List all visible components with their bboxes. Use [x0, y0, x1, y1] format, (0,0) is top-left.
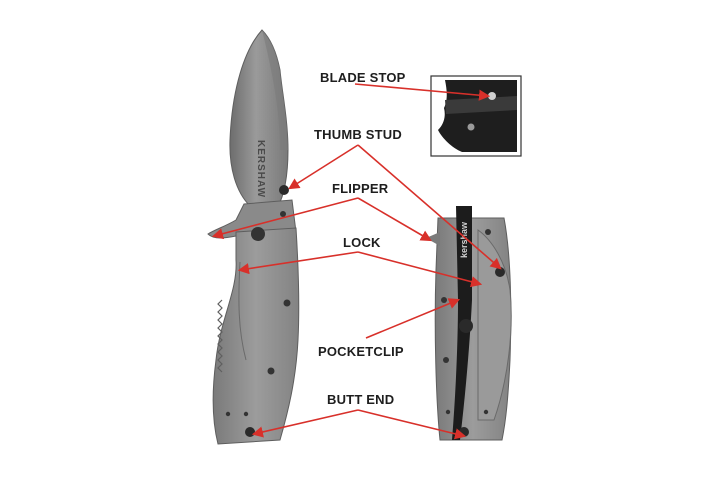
- side-clip-brand-text: kershaw: [459, 221, 469, 258]
- arrow-lock-front: [237, 251, 359, 275]
- front-pivot-screw: [251, 227, 265, 241]
- label-flipper: FLIPPER: [332, 181, 389, 196]
- front-lanyard-hole: [245, 427, 255, 437]
- side-screw-top: [485, 229, 491, 235]
- front-blade-spine: [262, 30, 288, 150]
- label-lock: LOCK: [343, 235, 381, 250]
- inset-screw: [467, 123, 475, 131]
- side-flipper-tab: [426, 232, 440, 246]
- label-pocketclip: POCKETCLIP: [318, 344, 404, 359]
- inset-liner: [445, 96, 517, 114]
- arrow-flipper-side: [357, 197, 432, 242]
- arrow-thumb-stud-side: [357, 144, 502, 270]
- side-view-knife: kershaw: [426, 206, 512, 441]
- front-screw-low: [267, 367, 275, 375]
- inset-dark-handle: [438, 80, 517, 152]
- arrow-butt-end-side: [357, 409, 467, 440]
- side-hole-a: [445, 409, 451, 415]
- label-blade-stop: BLADE STOP: [320, 70, 406, 85]
- side-hole-b: [483, 409, 489, 415]
- label-thumb-stud: THUMB STUD: [314, 127, 402, 142]
- arrow-butt-end-front: [251, 409, 359, 438]
- arrow-pocketclip: [365, 298, 461, 339]
- arrow-lock-side: [357, 251, 483, 288]
- thumb-stud: [279, 185, 289, 195]
- front-hole-a: [225, 411, 231, 417]
- side-screw-mid: [441, 297, 447, 303]
- arrow-flipper-front: [211, 197, 359, 240]
- side-blade: [477, 229, 512, 421]
- blade-stop-inset: [430, 75, 522, 157]
- front-handle-jimping: [217, 299, 223, 373]
- front-hole-b: [243, 411, 249, 417]
- arrow-blade-stop: [354, 83, 491, 101]
- side-thumb-stud: [495, 267, 505, 277]
- front-blade-brand-text: KERSHAW: [255, 140, 266, 198]
- callout-arrows: [211, 83, 502, 440]
- side-pivot-screw: [459, 319, 473, 333]
- front-screw-upper: [280, 211, 286, 217]
- front-handle: [212, 227, 300, 445]
- front-view-knife: KERSHAW: [207, 29, 300, 445]
- side-screw-low: [443, 357, 449, 363]
- label-butt-end: BUTT END: [327, 392, 395, 407]
- arrow-thumb-stud-front: [288, 144, 359, 190]
- front-screw-mid: [283, 299, 291, 307]
- inset-stop-pin: [488, 92, 496, 100]
